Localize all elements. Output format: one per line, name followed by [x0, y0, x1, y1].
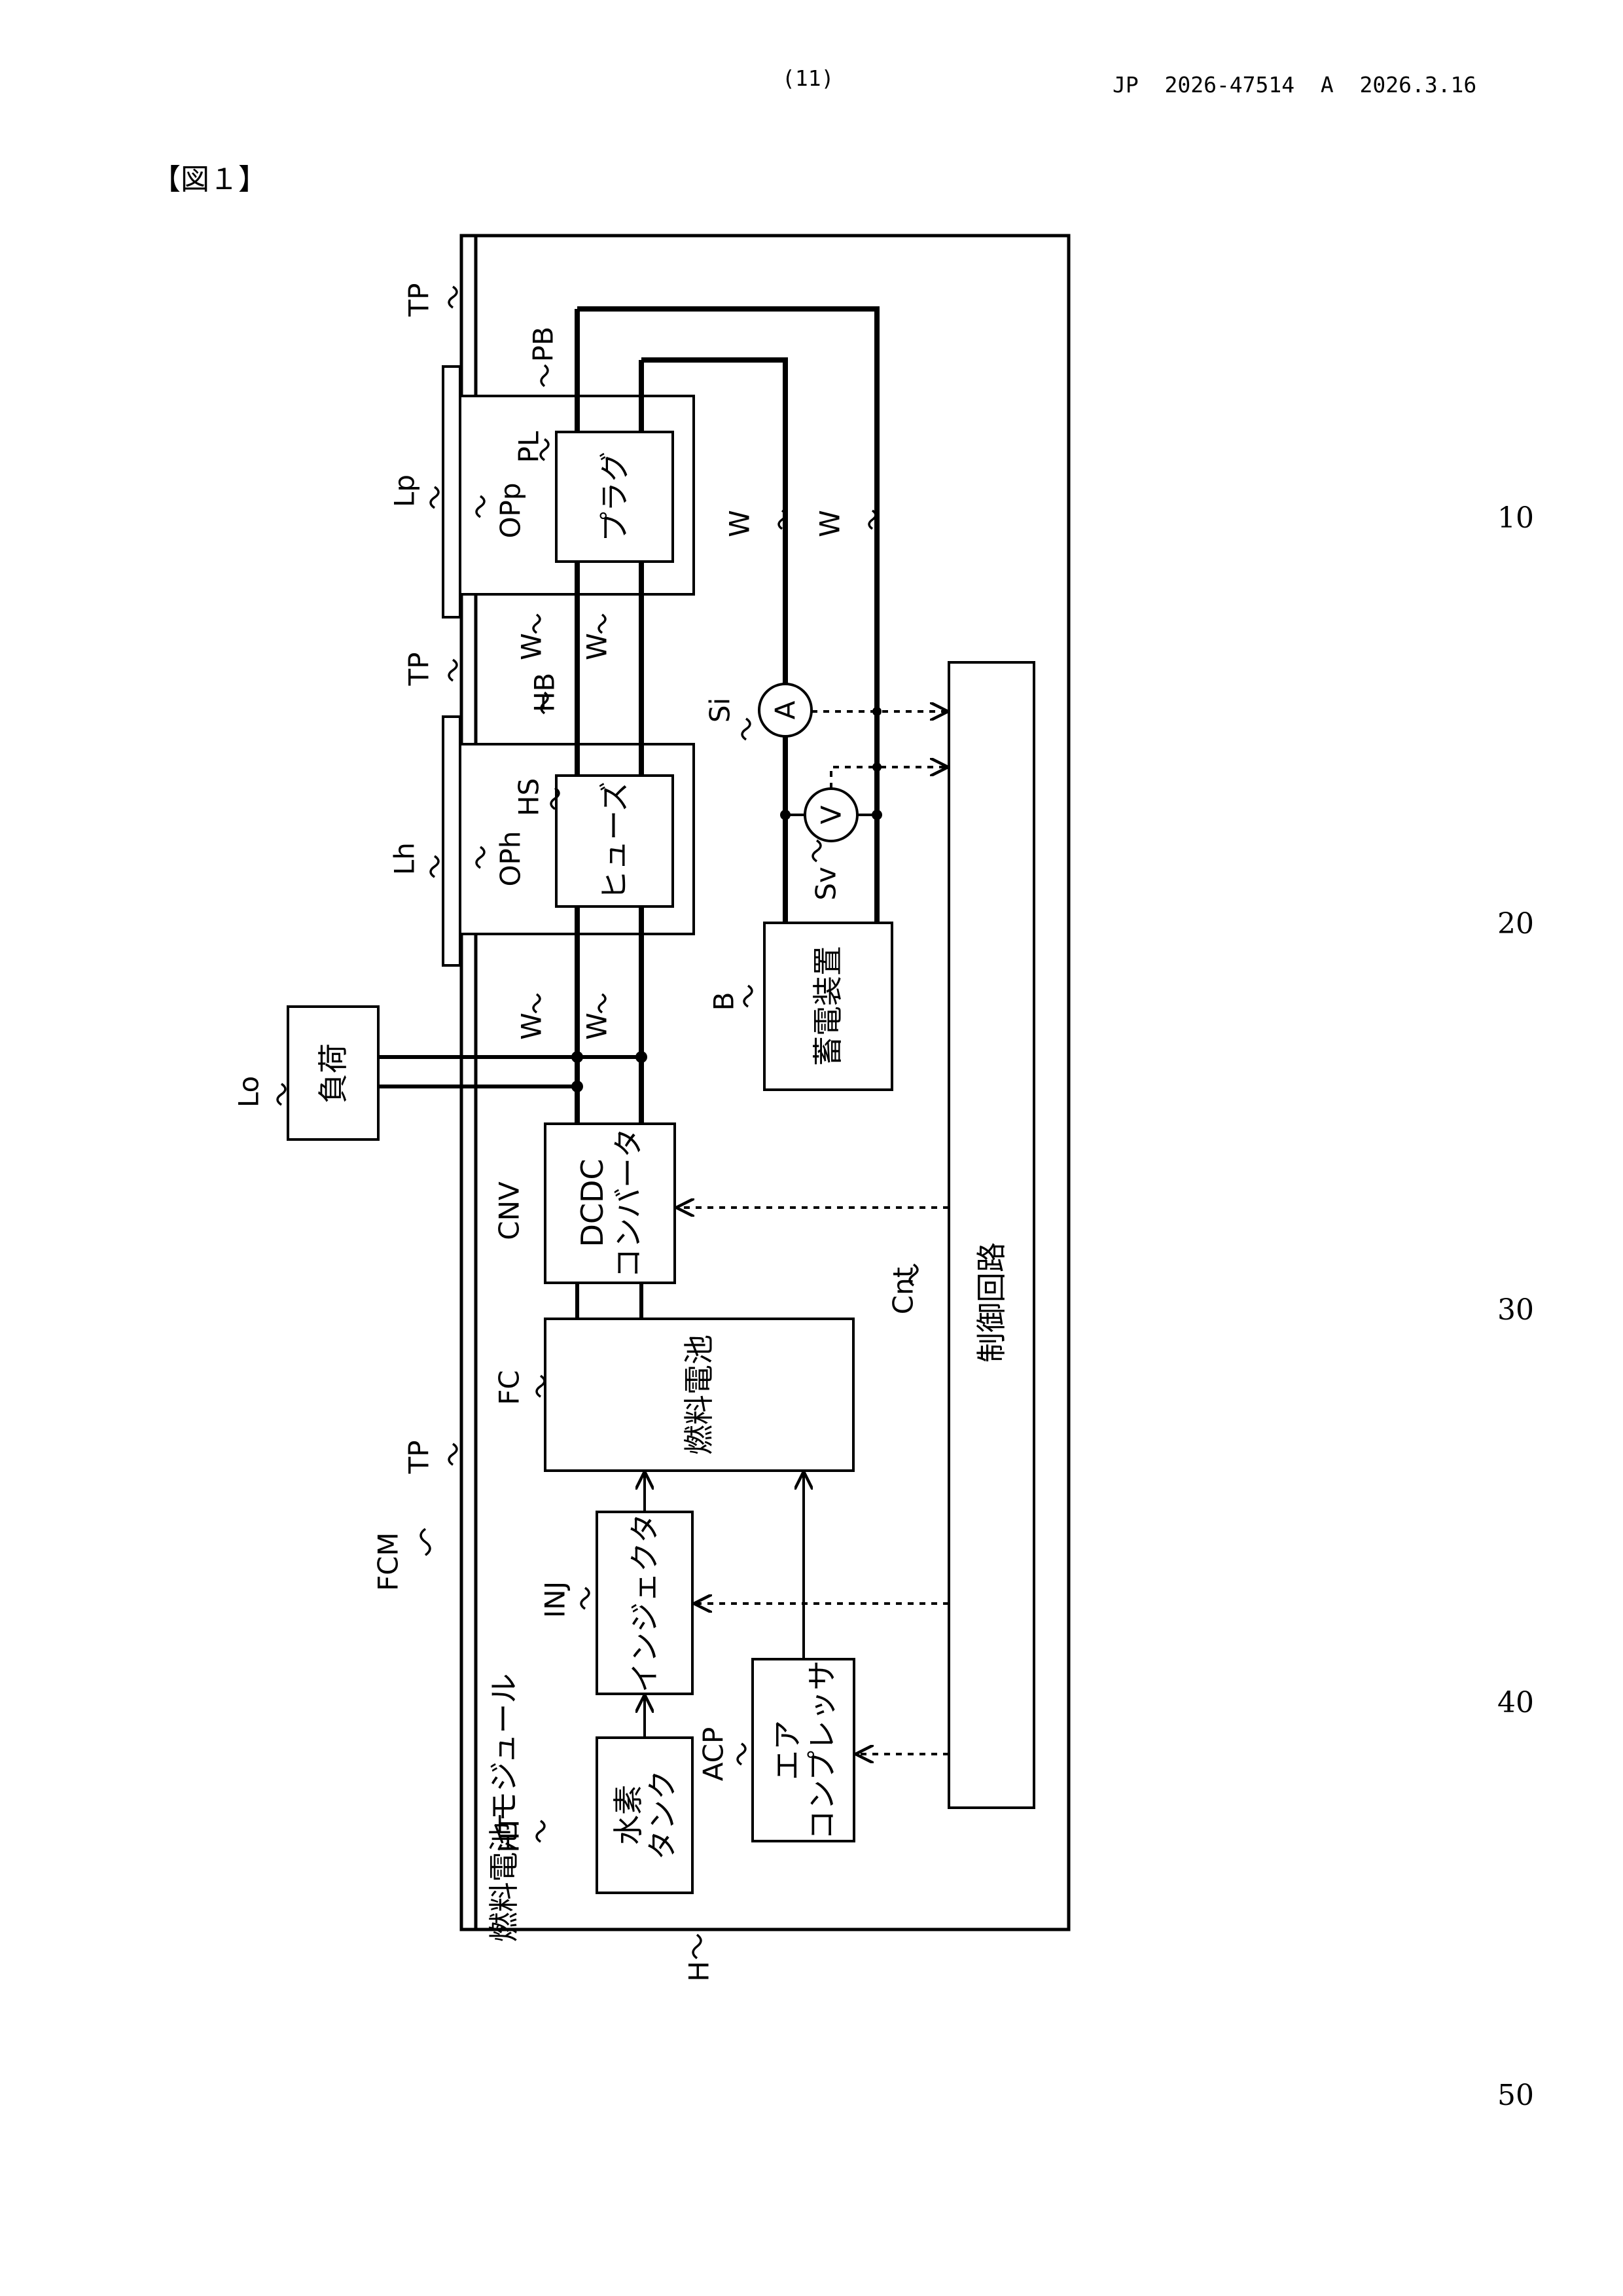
junction-dot — [872, 810, 882, 820]
ref-label-tp: TP — [403, 1441, 435, 1475]
ref-label-oph: OPh — [495, 831, 527, 886]
junction-dot — [635, 1051, 647, 1063]
voltmeter-signal-line — [831, 767, 946, 789]
ref-label-w: W — [516, 1013, 548, 1040]
load-label: 負荷 — [315, 1043, 351, 1103]
dcdc-converter-label: コンバータ — [611, 1128, 646, 1278]
ref-label-pl: PL — [513, 431, 545, 463]
ref-label-w: W — [581, 1013, 613, 1040]
ref-label-acp: ACP — [698, 1727, 730, 1782]
junction-dot — [571, 1081, 583, 1092]
ref-label-tp: TP — [403, 283, 435, 317]
ref-label-lp: Lp — [389, 475, 421, 507]
fuse-lid-plate — [443, 717, 460, 965]
ref-label-hs: HS — [513, 778, 545, 816]
junction-dot — [571, 1051, 583, 1063]
storage-device-label: 蓄電装置 — [810, 946, 846, 1066]
plug-label: プラグ — [597, 452, 632, 542]
module-title: 燃料電池モジュール — [486, 1674, 522, 1943]
ref-label-pb: PB — [527, 327, 560, 362]
plug-lid-plate — [443, 367, 460, 617]
air-compressor-label: エア — [770, 1720, 805, 1780]
dcdc-converter-box — [545, 1124, 675, 1283]
hydrogen-tank-label: 水素 — [611, 1785, 646, 1845]
dcdc-converter-label: DCDC — [575, 1158, 610, 1247]
fuse-label: ヒューズ — [597, 781, 632, 901]
hydrogen-tank-label: タンク — [645, 1770, 680, 1860]
ref-label-fcm: FCM — [372, 1532, 404, 1591]
ref-label-inj: INJ — [539, 1581, 571, 1618]
ref-label-si: Si — [704, 698, 736, 723]
ref-label-h: H — [683, 1961, 715, 1982]
ref-label-lh: Lh — [389, 842, 421, 875]
injector-label: インジェクタ — [627, 1513, 662, 1693]
ref-label-w: W — [581, 633, 613, 660]
ref-label-sv: Sv — [810, 867, 842, 901]
ref-label-w: W — [724, 510, 756, 537]
junction-dot — [872, 707, 882, 716]
junction-dot — [780, 810, 791, 820]
ref-label-b: B — [708, 992, 740, 1011]
fuel-cell-label: 燃料電池 — [681, 1335, 717, 1455]
ref-label-hb: HB — [529, 673, 561, 712]
ref-label-lo: Lo — [233, 1076, 265, 1107]
ref-label-fc: FC — [493, 1370, 526, 1405]
ref-label-w: W — [814, 510, 846, 537]
control-circuit-box — [949, 662, 1034, 1808]
air-compressor-label: コンプレッサ — [804, 1660, 840, 1840]
ref-label-ht: HT — [493, 1815, 526, 1853]
voltmeter-symbol: V — [815, 805, 847, 824]
ref-label-cnv: CNV — [493, 1181, 526, 1240]
ref-label-w: W — [516, 633, 548, 660]
control-circuit-label: 制御回路 — [974, 1242, 1009, 1363]
ammeter-symbol: A — [770, 700, 802, 719]
ref-label-opp: OPp — [495, 482, 527, 538]
ref-label-cnt: Cnt — [887, 1267, 919, 1314]
ref-label-tp: TP — [403, 653, 435, 687]
junction-dot — [872, 762, 882, 772]
